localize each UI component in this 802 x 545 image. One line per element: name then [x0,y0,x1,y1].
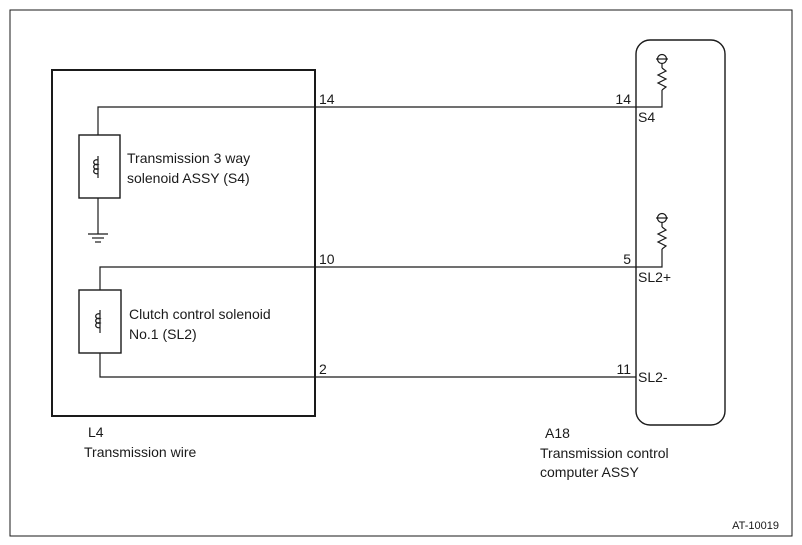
terminal-sl2-minus: SL2- [638,369,668,385]
solenoid-s4-box [78,134,121,199]
coil-icon [93,156,100,178]
solenoid-sl2-label-line1: Clutch control solenoid [129,306,271,322]
solenoid-s4-label-line2: solenoid ASSY (S4) [127,170,250,186]
a18-pin-14: 14 [615,91,631,107]
wire-s4 [97,106,636,135]
sl2-circuit [78,266,636,378]
ecu-a18-box [635,39,726,426]
l4-pin-2: 2 [319,361,327,377]
terminal-s4: S4 [638,109,655,125]
ground-icon [88,233,108,243]
a18-pin-5: 5 [623,251,631,267]
solenoid-sl2-label-line2: No.1 (SL2) [129,326,197,342]
l4-pin-10: 10 [319,251,335,267]
a18-pin-11: 11 [616,361,631,377]
connector-a18-id: A18 [545,425,570,441]
s4-circuit [78,106,636,243]
coil-icon [95,310,102,333]
connector-a18-name-line2: computer ASSY [540,464,639,480]
solenoid-s4-label-line1: Transmission 3 way [127,150,250,166]
connector-l4-id: L4 [88,424,104,440]
diagram-id: AT-10019 [732,520,779,532]
pull-up-resistor-icon [636,212,668,268]
diagram-frame [9,9,793,537]
connector-a18-name-line1: Transmission control [540,445,669,461]
connector-l4-name: Transmission wire [84,444,196,460]
terminal-sl2-plus: SL2+ [638,269,671,285]
wire-sl2-plus [99,266,636,290]
l4-pin-14: 14 [319,91,335,107]
connector-l4-box [51,69,316,417]
wire-sl2-minus [99,353,636,378]
pull-up-resistor-icon [636,53,668,108]
